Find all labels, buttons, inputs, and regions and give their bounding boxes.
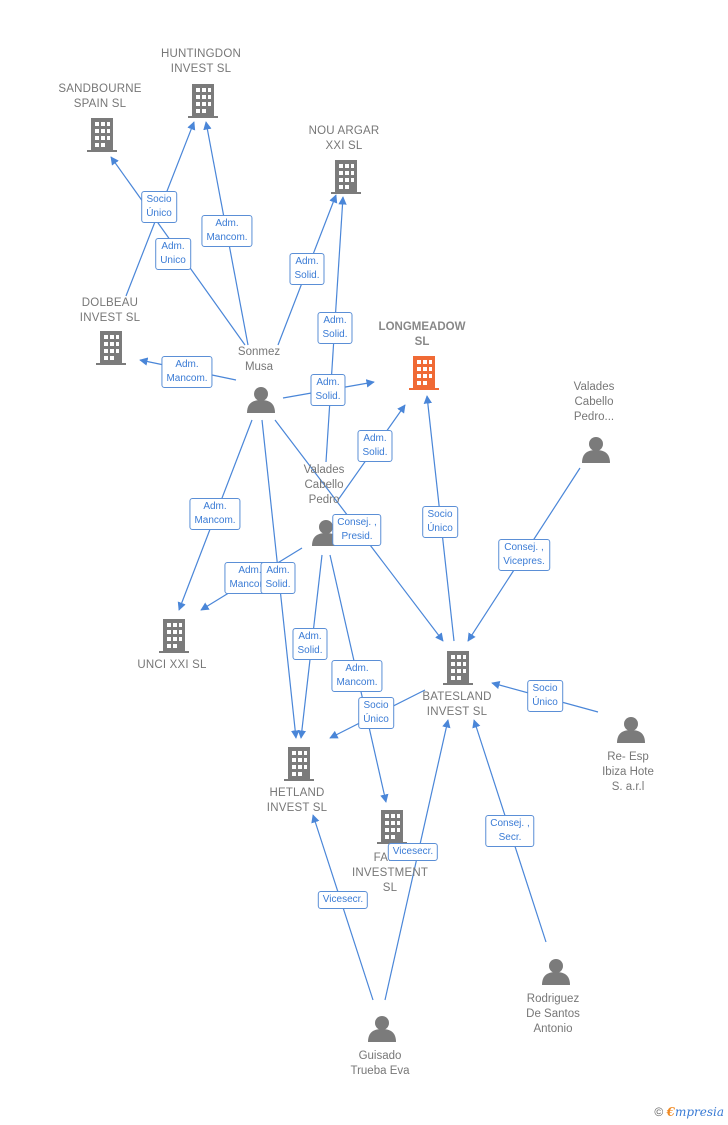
guisado-person-icon	[368, 1016, 396, 1042]
sandbourne-building-icon	[87, 118, 117, 152]
relation-label[interactable]: Socio Único	[527, 680, 563, 712]
node-batesland[interactable]: BATESLAND INVEST SL	[422, 691, 492, 718]
relation-label[interactable]: Consej. , Presid.	[332, 514, 382, 546]
relation-label[interactable]: Socio Único	[358, 697, 394, 729]
footer-brand: © €mpresia	[654, 1105, 724, 1119]
valades1-person-icon	[582, 437, 610, 463]
relation-label[interactable]: Adm. Solid.	[357, 430, 393, 462]
relation-label[interactable]: Consej. , Vicepres.	[498, 539, 550, 571]
sonmez-person-icon	[247, 387, 275, 413]
relation-label[interactable]: Adm. Solid.	[317, 312, 353, 344]
unci-building-icon	[159, 619, 189, 653]
brand-logo: €mpresia	[666, 1105, 724, 1119]
node-rodriguez[interactable]: Rodriguez De Santos Antonio	[526, 993, 580, 1035]
relation-label[interactable]: Adm. Unico	[155, 238, 191, 270]
node-nou-argar[interactable]: NOU ARGAR XXI SL	[308, 125, 380, 152]
relation-label[interactable]: Adm. Solid.	[289, 253, 325, 285]
relation-label[interactable]: Adm. Mancom.	[331, 660, 383, 692]
relation-label[interactable]: Adm. Solid.	[260, 562, 296, 594]
relation-label[interactable]: Socio Único	[141, 191, 177, 223]
node-reesp[interactable]: Re- Esp Ibiza Hote S. a.r.l	[602, 751, 654, 793]
longmeadow-building-icon	[409, 356, 439, 390]
node-guisado[interactable]: Guisado Trueba Eva	[350, 1050, 410, 1077]
node-sandbourne[interactable]: SANDBOURNE SPAIN SL	[58, 83, 142, 110]
hetland-building-icon	[284, 747, 314, 781]
node-longmeadow[interactable]: LONGMEADOW SL	[378, 321, 466, 348]
relation-label[interactable]: Adm. Solid.	[292, 628, 328, 660]
relation-label[interactable]: Adm. Mancom.	[201, 215, 253, 247]
dolbeau-building-icon	[96, 331, 126, 365]
node-huntingdon[interactable]: HUNTINGDON INVEST SL	[161, 48, 241, 75]
copyright-symbol: ©	[654, 1105, 664, 1119]
relation-label[interactable]: Consej. , Secr.	[485, 815, 535, 847]
farm-building-icon	[377, 810, 407, 844]
relation-label[interactable]: Adm. Mancom.	[161, 356, 213, 388]
rodriguez-person-icon	[542, 959, 570, 985]
relation-label[interactable]: Vicesecr.	[387, 843, 439, 861]
relation-label[interactable]: Adm. Mancom.	[189, 498, 241, 530]
reesp-person-icon	[617, 717, 645, 743]
relation-label[interactable]: Adm. Solid.	[310, 374, 346, 406]
node-valades-2[interactable]: Valades Cabello Pedro	[303, 464, 345, 506]
node-sonmez[interactable]: Sonmez Musa	[237, 346, 281, 373]
node-hetland[interactable]: HETLAND INVEST SL	[266, 787, 328, 814]
node-unci[interactable]: UNCI XXI SL	[137, 659, 207, 671]
huntingdon-building-icon	[188, 84, 218, 118]
node-dolbeau[interactable]: DOLBEAU INVEST SL	[79, 297, 141, 324]
batesland-building-icon	[443, 651, 473, 685]
relation-label[interactable]: Vicesecr.	[317, 891, 369, 909]
relation-label[interactable]: Socio Único	[422, 506, 458, 538]
node-valades-1[interactable]: Valades Cabello Pedro...	[573, 381, 615, 423]
nouargar-building-icon	[331, 160, 361, 194]
